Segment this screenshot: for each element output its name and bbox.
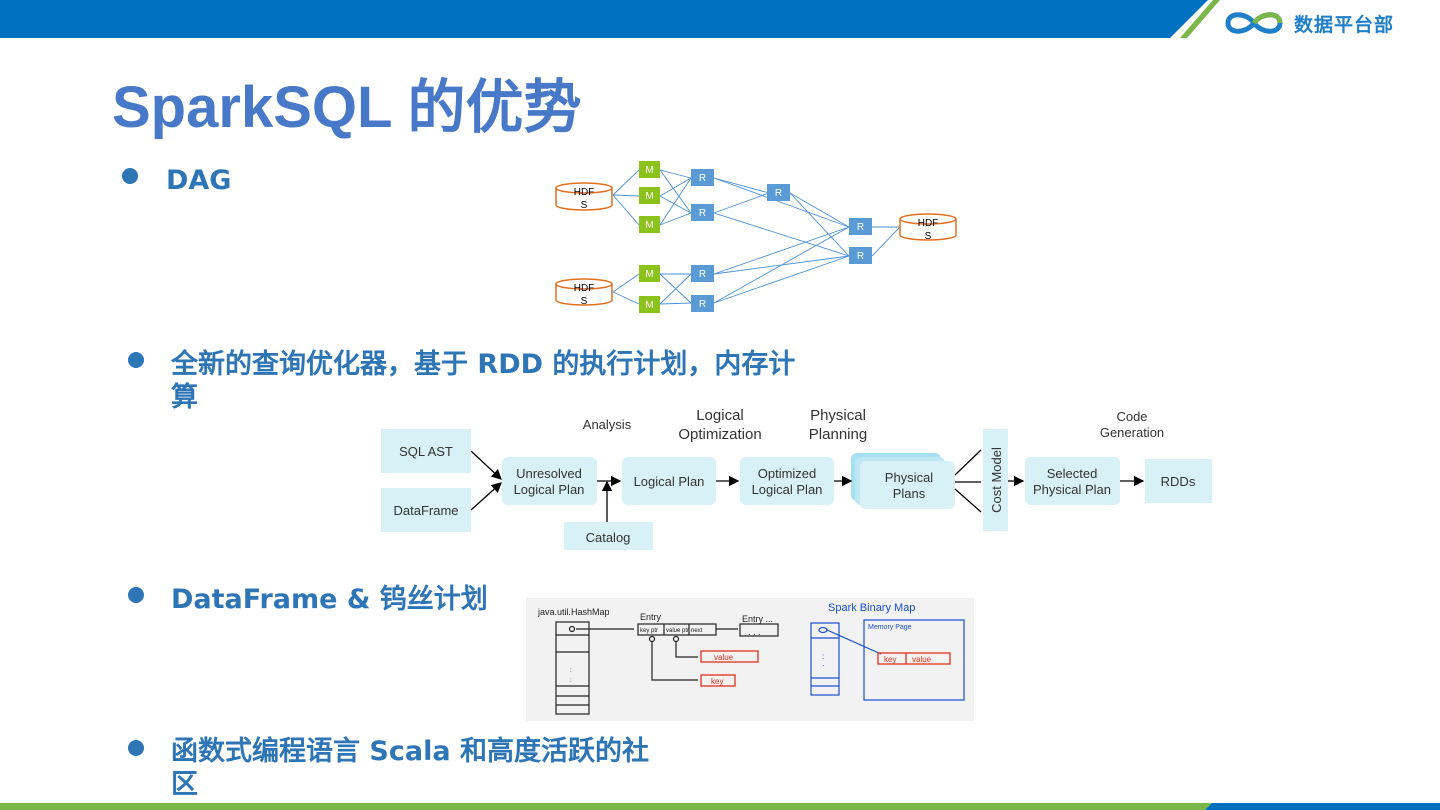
phase-code-generation-2: Generation bbox=[1100, 425, 1164, 440]
svg-text:R: R bbox=[699, 208, 706, 219]
reduce-node bbox=[691, 169, 714, 186]
bullet-dataframe: DataFrame & 钨丝计划 bbox=[171, 584, 488, 615]
top-banner bbox=[0, 0, 1440, 38]
svg-text:M: M bbox=[645, 300, 653, 311]
svg-text:value: value bbox=[912, 655, 932, 664]
bullet-dot bbox=[122, 168, 138, 184]
bullet-optimizer-line2: 算 bbox=[171, 382, 198, 413]
svg-text:. . .: . . . bbox=[748, 627, 761, 637]
svg-text:R: R bbox=[857, 222, 864, 233]
svg-text:R: R bbox=[699, 173, 706, 184]
map-node bbox=[639, 161, 660, 178]
map-node bbox=[639, 187, 660, 204]
svg-text:R: R bbox=[699, 269, 706, 280]
reduce-node bbox=[849, 247, 872, 264]
svg-text:R: R bbox=[857, 251, 864, 262]
hashmap-sketch-diagram: java.util.HashMap Entry Entry ... . . . … bbox=[526, 598, 974, 721]
svg-text:M: M bbox=[645, 165, 653, 176]
bullet-optimizer-line1: 全新的查询优化器，基于 RDD 的执行计划，内存计 bbox=[171, 349, 796, 380]
catalog-label: Catalog bbox=[586, 530, 631, 545]
java-hashmap-label: java.util.HashMap bbox=[537, 607, 610, 617]
logical-plan-label: Logical Plan bbox=[634, 474, 705, 489]
bullet-dot bbox=[128, 587, 144, 603]
phase-logical-optimization-2: Optimization bbox=[678, 426, 761, 443]
input-sql-ast: SQL AST bbox=[399, 444, 453, 459]
logo-text: 数据平台部 bbox=[1294, 13, 1395, 36]
memory-page-label: Memory Page bbox=[868, 624, 912, 631]
dag-diagram: HDF S HDF S HDF S M M M M M R R R R R bbox=[555, 161, 957, 313]
physical-plans-1: Physical bbox=[885, 470, 934, 485]
value-label: value bbox=[714, 653, 734, 662]
svg-text:key ptr: key ptr bbox=[640, 628, 658, 634]
svg-text:HDF: HDF bbox=[574, 283, 595, 294]
phase-logical-optimization-1: Logical bbox=[696, 407, 744, 424]
svg-text:S: S bbox=[581, 200, 588, 211]
spark-binary-map-label: Spark Binary Map bbox=[828, 602, 915, 614]
input-dataframe: DataFrame bbox=[393, 503, 458, 518]
bullet-dot bbox=[128, 740, 144, 756]
phase-physical-planning-2: Planning bbox=[809, 426, 867, 443]
svg-text::: : bbox=[570, 668, 572, 674]
svg-text::: : bbox=[570, 678, 572, 684]
svg-text:HDF: HDF bbox=[918, 218, 939, 229]
svg-text::: : bbox=[822, 652, 824, 661]
map-node bbox=[639, 296, 660, 313]
map-node bbox=[639, 265, 660, 282]
reduce-node bbox=[691, 265, 714, 282]
cost-model-label: Cost Model bbox=[989, 447, 1004, 513]
bullet-scala: 函数式编程语言 Scala 和高度活跃的社 区 bbox=[171, 735, 649, 801]
bottom-banner bbox=[0, 803, 1440, 810]
svg-text:HDF: HDF bbox=[574, 187, 595, 198]
bullet-dot bbox=[128, 352, 144, 368]
reduce-node bbox=[691, 204, 714, 221]
unresolved-plan-2: Logical Plan bbox=[514, 482, 585, 497]
rdds-label: RDDs bbox=[1161, 474, 1196, 489]
slide-title: SparkSQL 的优势 bbox=[112, 75, 582, 140]
company-logo: 数据平台部 bbox=[1222, 6, 1422, 40]
hdfs-source-top: HDF S bbox=[555, 182, 613, 211]
selected-plan-1: Selected bbox=[1047, 466, 1098, 481]
reduce-node bbox=[849, 218, 872, 235]
svg-text:S: S bbox=[581, 296, 588, 307]
unresolved-plan-1: Unresolved bbox=[516, 466, 582, 481]
phase-physical-planning-1: Physical bbox=[810, 407, 866, 424]
phase-code-generation-1: Code bbox=[1116, 409, 1147, 424]
optimized-plan-1: Optimized bbox=[758, 466, 817, 481]
hdfs-source-bottom: HDF S bbox=[555, 278, 613, 307]
svg-text:M: M bbox=[645, 269, 653, 280]
svg-text:value ptr: value ptr bbox=[666, 628, 689, 634]
svg-text:M: M bbox=[645, 220, 653, 231]
bullet-optimizer: 全新的查询优化器，基于 RDD 的执行计划，内存计 算 bbox=[171, 348, 795, 414]
reduce-node bbox=[691, 295, 714, 312]
svg-text:key: key bbox=[884, 655, 896, 664]
svg-text:S: S bbox=[925, 231, 932, 242]
catalyst-pipeline-diagram: Analysis Logical Optimization Physical P… bbox=[381, 407, 1212, 550]
optimized-plan-2: Logical Plan bbox=[752, 482, 823, 497]
svg-text:·: · bbox=[822, 661, 825, 670]
reduce-node bbox=[767, 184, 790, 201]
bullet-scala-line2: 区 bbox=[171, 769, 198, 800]
map-node bbox=[639, 216, 660, 233]
entry-more-label: Entry ... bbox=[742, 614, 773, 624]
selected-plan-2: Physical Plan bbox=[1033, 482, 1111, 497]
physical-plans-2: Plans bbox=[893, 486, 926, 501]
entry-label: Entry bbox=[640, 612, 662, 622]
infinity-logo-icon bbox=[1225, 12, 1283, 34]
phase-analysis: Analysis bbox=[583, 417, 632, 432]
bullet-dag: DAG bbox=[166, 165, 232, 196]
key-label: key bbox=[711, 677, 723, 686]
svg-text:M: M bbox=[645, 191, 653, 202]
svg-text:R: R bbox=[775, 188, 782, 199]
bullet-scala-line1: 函数式编程语言 Scala 和高度活跃的社 bbox=[171, 736, 649, 767]
hdfs-sink: HDF S bbox=[899, 213, 957, 242]
svg-text:R: R bbox=[699, 299, 706, 310]
svg-text:next: next bbox=[691, 628, 703, 634]
